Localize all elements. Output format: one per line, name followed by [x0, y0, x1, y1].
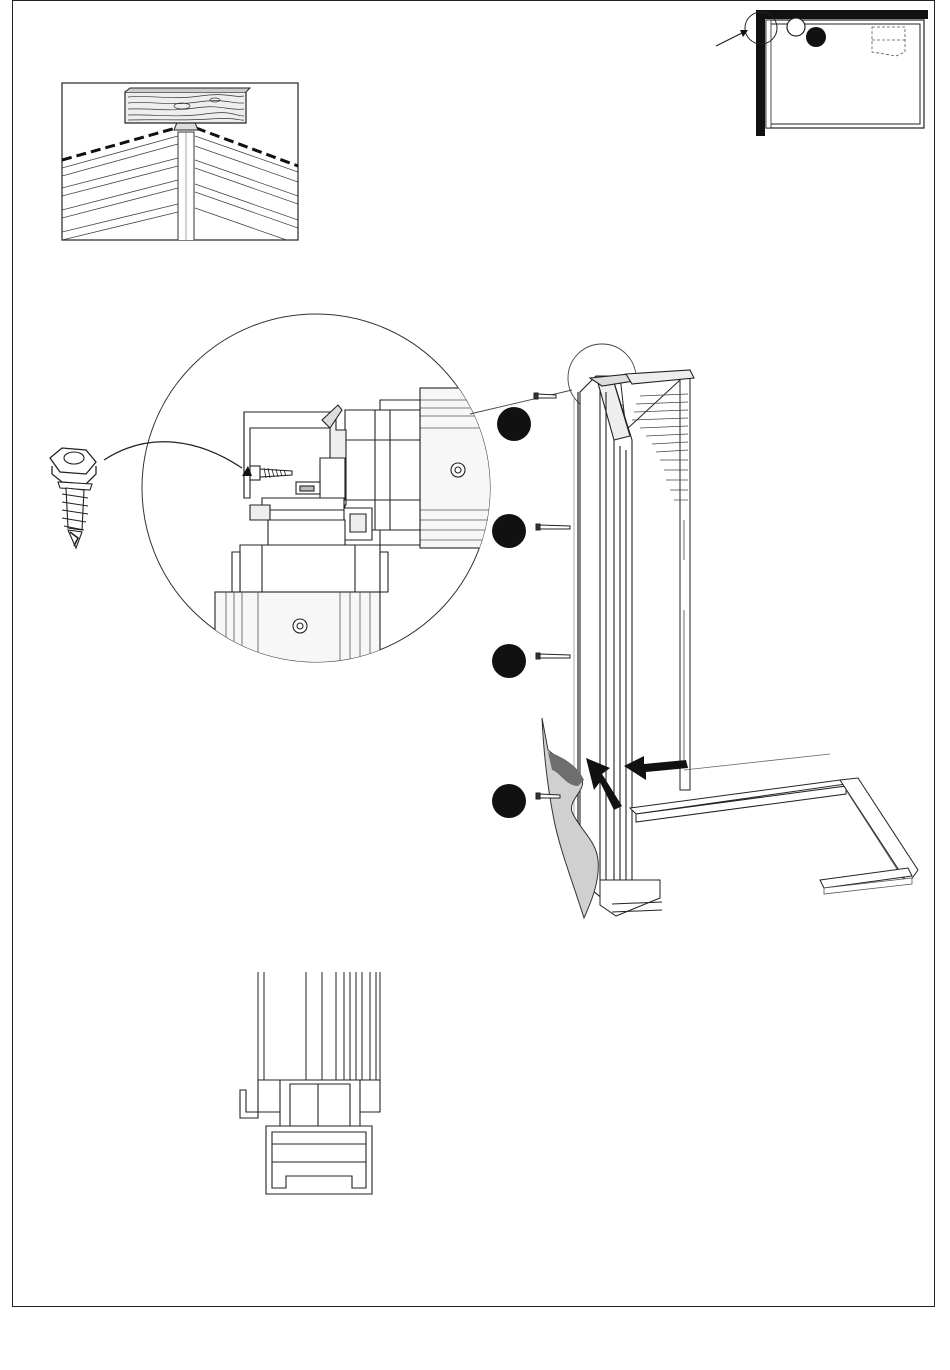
- roof-corner-inset: [62, 83, 298, 244]
- step-marker: [497, 407, 531, 441]
- step-marker: [492, 644, 526, 678]
- wall-screws: [534, 393, 570, 799]
- screw-icon: [536, 524, 570, 530]
- wood-plank-icon: [125, 88, 250, 123]
- plan-step-marker: [806, 27, 826, 47]
- step-marker: [492, 514, 526, 548]
- step-marker: [492, 784, 526, 818]
- floor-plan-locator: [716, 10, 928, 136]
- wall-panel-assembly: [470, 344, 918, 918]
- bottom-profile-section: [240, 972, 380, 1194]
- screw-icon: [534, 393, 556, 399]
- detail-callout: [142, 314, 510, 672]
- screw-icon: [536, 653, 570, 659]
